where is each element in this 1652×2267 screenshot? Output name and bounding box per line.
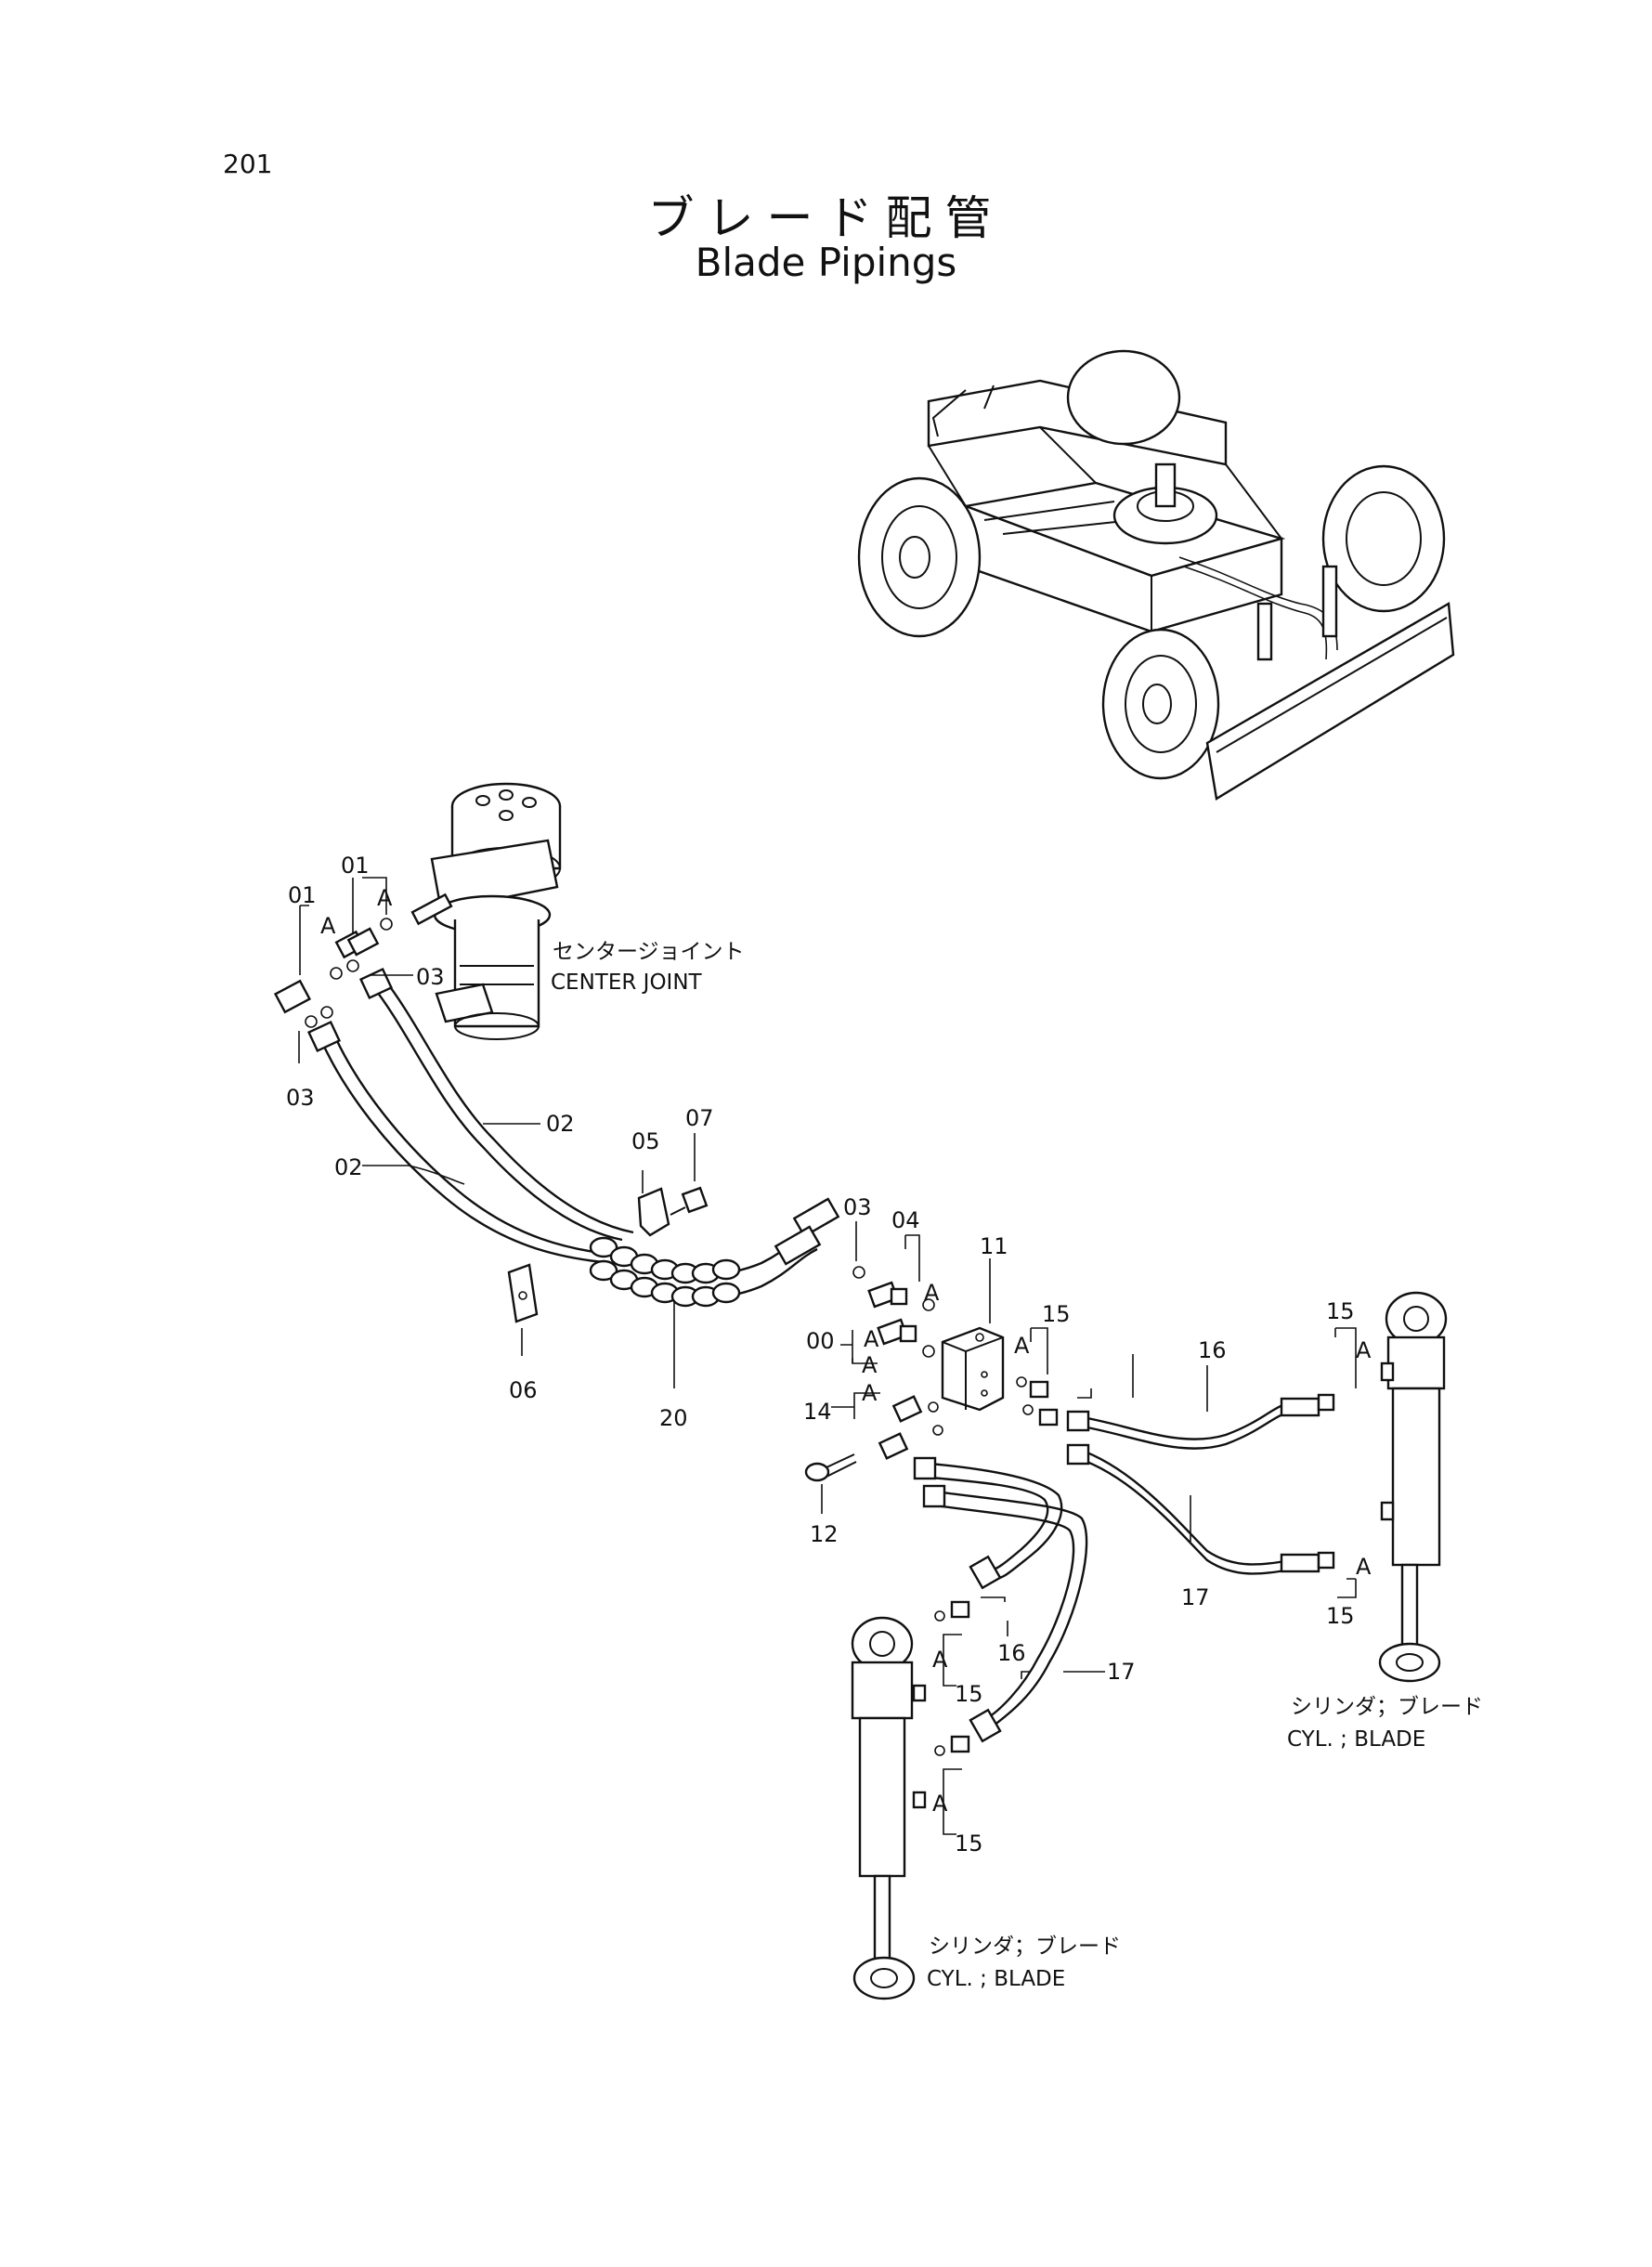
left-cylinder-label-en: CYL. ; BLADE	[927, 1967, 1065, 1991]
callout-02-lower: 02	[334, 1154, 363, 1180]
callout-15-left-upper: 15	[955, 1681, 983, 1707]
clip-05	[637, 1187, 670, 1237]
fittings-04-00	[852, 1266, 935, 1358]
bolt-07	[670, 1186, 709, 1216]
leader-lines	[298, 877, 1357, 1835]
callout-a-9: A	[932, 1647, 948, 1673]
right-cylinder-label-en: CYL. ; BLADE	[1287, 1727, 1425, 1752]
callout-15-block: 15	[1042, 1301, 1071, 1327]
callout-01-left: 01	[288, 882, 317, 908]
callout-02-upper: 02	[546, 1111, 575, 1137]
page-title-english: Blade Pipings	[695, 240, 957, 285]
right-cylinder-label-jp: シリンダ；ブレード	[1291, 1695, 1483, 1719]
callout-a-2: A	[377, 885, 393, 911]
callout-15-right-lower: 15	[1326, 1603, 1355, 1629]
hose-clamp-20	[589, 1197, 840, 1308]
component-labels: センタージョイント CENTER JOINT シリンダ；ブレード CYL. ; …	[551, 940, 1483, 1991]
right-blade-cylinder	[1378, 1291, 1448, 1683]
callout-16-right: 16	[1198, 1337, 1227, 1363]
callout-a-10: A	[932, 1791, 948, 1817]
callout-12: 12	[810, 1521, 839, 1547]
callouts: 01 01 03 03 02 02 05 07 06 20 03 04 11 0…	[286, 853, 1372, 1857]
hose-17-right	[1066, 1443, 1335, 1575]
fittings-15-block	[1016, 1376, 1059, 1427]
valve-block-11	[941, 1326, 1005, 1412]
callout-16-left: 16	[997, 1640, 1026, 1666]
callout-14: 14	[803, 1399, 832, 1425]
hose-16-left	[913, 1456, 1063, 1590]
callout-03-block: 03	[843, 1194, 872, 1220]
machine-overview	[857, 349, 1455, 801]
elbow-fittings-14	[878, 1395, 943, 1460]
center-joint	[430, 782, 562, 1040]
left-blade-cylinder	[851, 1600, 970, 2000]
callout-05: 05	[631, 1128, 660, 1154]
callout-00: 00	[806, 1328, 835, 1354]
callout-01-right: 01	[341, 853, 370, 879]
hose-16-right	[1066, 1393, 1335, 1450]
callout-11: 11	[980, 1233, 1008, 1259]
callout-a-5: A	[862, 1380, 878, 1406]
callout-15-left-lower: 15	[955, 1831, 983, 1857]
page-title-japanese: ブレード配管	[647, 191, 1005, 245]
callout-a-11: A	[864, 1326, 879, 1352]
center-joint-label-jp: センタージョイント	[553, 940, 745, 964]
bolt-12	[804, 1453, 857, 1482]
callout-15-right-upper: 15	[1326, 1298, 1355, 1324]
hose-17-left	[922, 1484, 1088, 1743]
hose-02-pair	[306, 967, 634, 1265]
callout-a-3: A	[924, 1280, 940, 1306]
center-joint-label-en: CENTER JOINT	[551, 971, 703, 995]
callout-06: 06	[509, 1377, 538, 1403]
callout-a-6: A	[1014, 1333, 1030, 1359]
callout-04: 04	[891, 1207, 920, 1233]
callout-07: 07	[685, 1105, 714, 1131]
callout-03-center: 03	[416, 964, 445, 990]
callout-17-left: 17	[1107, 1659, 1136, 1685]
callout-a-8: A	[1356, 1554, 1372, 1580]
callout-17-right: 17	[1181, 1584, 1210, 1610]
plate-06	[507, 1263, 539, 1323]
callout-20: 20	[659, 1405, 688, 1431]
callout-a-4: A	[862, 1352, 878, 1378]
center-joint-fittings	[273, 892, 453, 1028]
page-number: 201	[223, 149, 273, 179]
callout-03-left: 03	[286, 1085, 315, 1111]
callout-a-1: A	[320, 913, 336, 939]
callout-a-7: A	[1356, 1337, 1372, 1363]
left-cylinder-label-jp: シリンダ；ブレード	[929, 1935, 1121, 1959]
